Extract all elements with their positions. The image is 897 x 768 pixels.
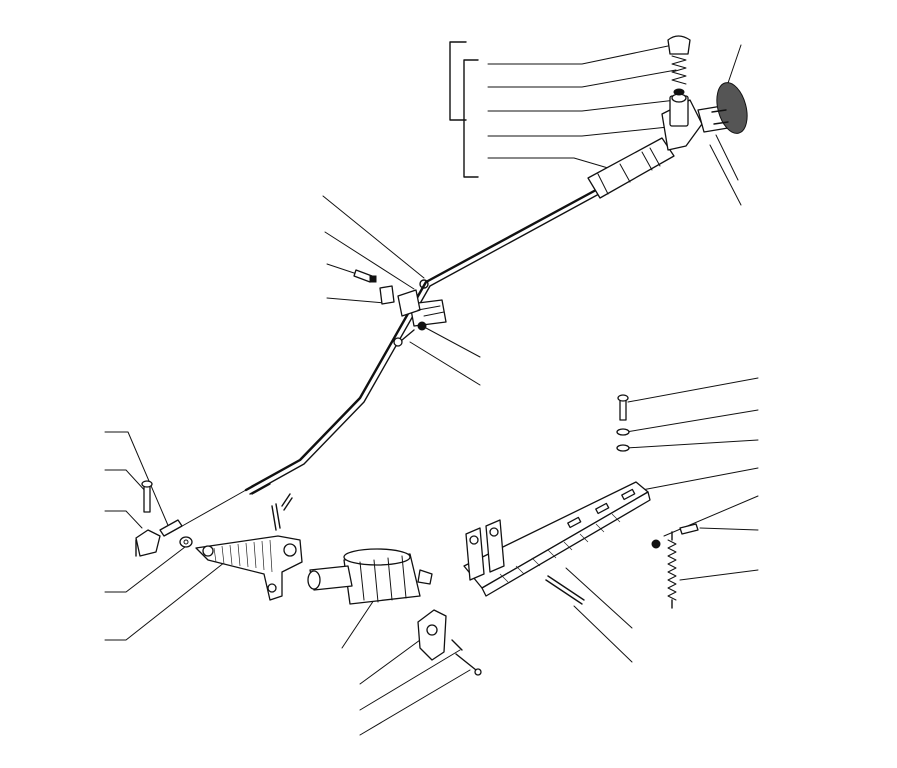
group-bracket-inner: [463, 59, 479, 178]
leader-14: [409, 341, 481, 386]
cable-clamp: [353, 269, 447, 347]
right-small-parts: [616, 394, 699, 609]
leader-28: [573, 605, 633, 663]
leader-23: [641, 467, 759, 491]
leader-30: [359, 639, 421, 685]
actuator-cylinder: [307, 548, 433, 605]
mounting-bracket: [195, 493, 303, 601]
leader-12: [326, 297, 386, 304]
group-bracket-outer: [449, 41, 467, 121]
leader-13: [425, 327, 481, 358]
leader-31: [359, 649, 461, 711]
bottom-small-parts: [417, 609, 482, 676]
leader-9: [322, 195, 425, 279]
leader-1: [487, 45, 669, 65]
pull-knob-assembly: [661, 35, 748, 151]
leader-10: [324, 231, 415, 290]
leader-8: [709, 144, 742, 206]
left-small-parts: [135, 480, 193, 557]
leader-16: [104, 469, 149, 495]
pedal-plate: [463, 481, 651, 605]
throttle-cable: [167, 188, 600, 535]
leader-25: [699, 527, 759, 531]
leader-24: [663, 495, 759, 537]
leader-21: [625, 409, 759, 433]
leader-17: [104, 510, 143, 529]
leader-5: [487, 157, 609, 169]
leader-3: [487, 99, 677, 112]
leader-lines: [104, 44, 759, 736]
leader-29: [341, 599, 375, 649]
leader-32: [359, 669, 471, 736]
leader-26: [679, 569, 759, 581]
leader-22: [625, 439, 759, 449]
leader-15: [104, 431, 171, 531]
leader-27: [565, 567, 633, 629]
leader-4: [487, 126, 669, 137]
leader-20: [627, 377, 759, 403]
leader-2: [487, 69, 677, 88]
leader-18: [104, 546, 186, 593]
leader-7: [715, 134, 739, 181]
cable-sheath: [587, 137, 675, 199]
leader-19: [104, 561, 226, 641]
leader-6: [726, 44, 742, 87]
